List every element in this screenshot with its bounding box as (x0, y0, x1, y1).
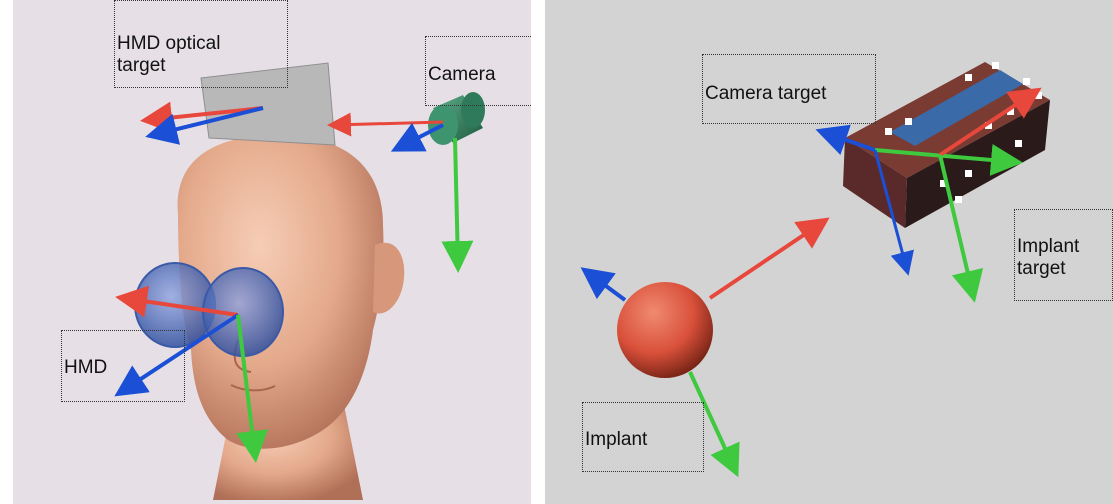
camera-label: Camera (425, 36, 531, 106)
implant-z-axis (587, 272, 625, 300)
implant-target-label: Implant target (1014, 209, 1113, 301)
camera-target-label: Camera target (702, 54, 876, 124)
implant-label: Implant (582, 402, 704, 472)
hmd-label: HMD (61, 330, 185, 402)
camera-y-axis (455, 138, 458, 265)
hmd-optical-target-label: HMD optical target (114, 0, 288, 88)
camera-x-axis (333, 122, 443, 125)
left-scene-panel: HMD optical target Camera HMD (13, 0, 531, 504)
implant-sphere (617, 282, 713, 378)
implant-x-axis (710, 222, 823, 298)
right-scene-panel: Camera target Implant target Implant (545, 0, 1113, 504)
